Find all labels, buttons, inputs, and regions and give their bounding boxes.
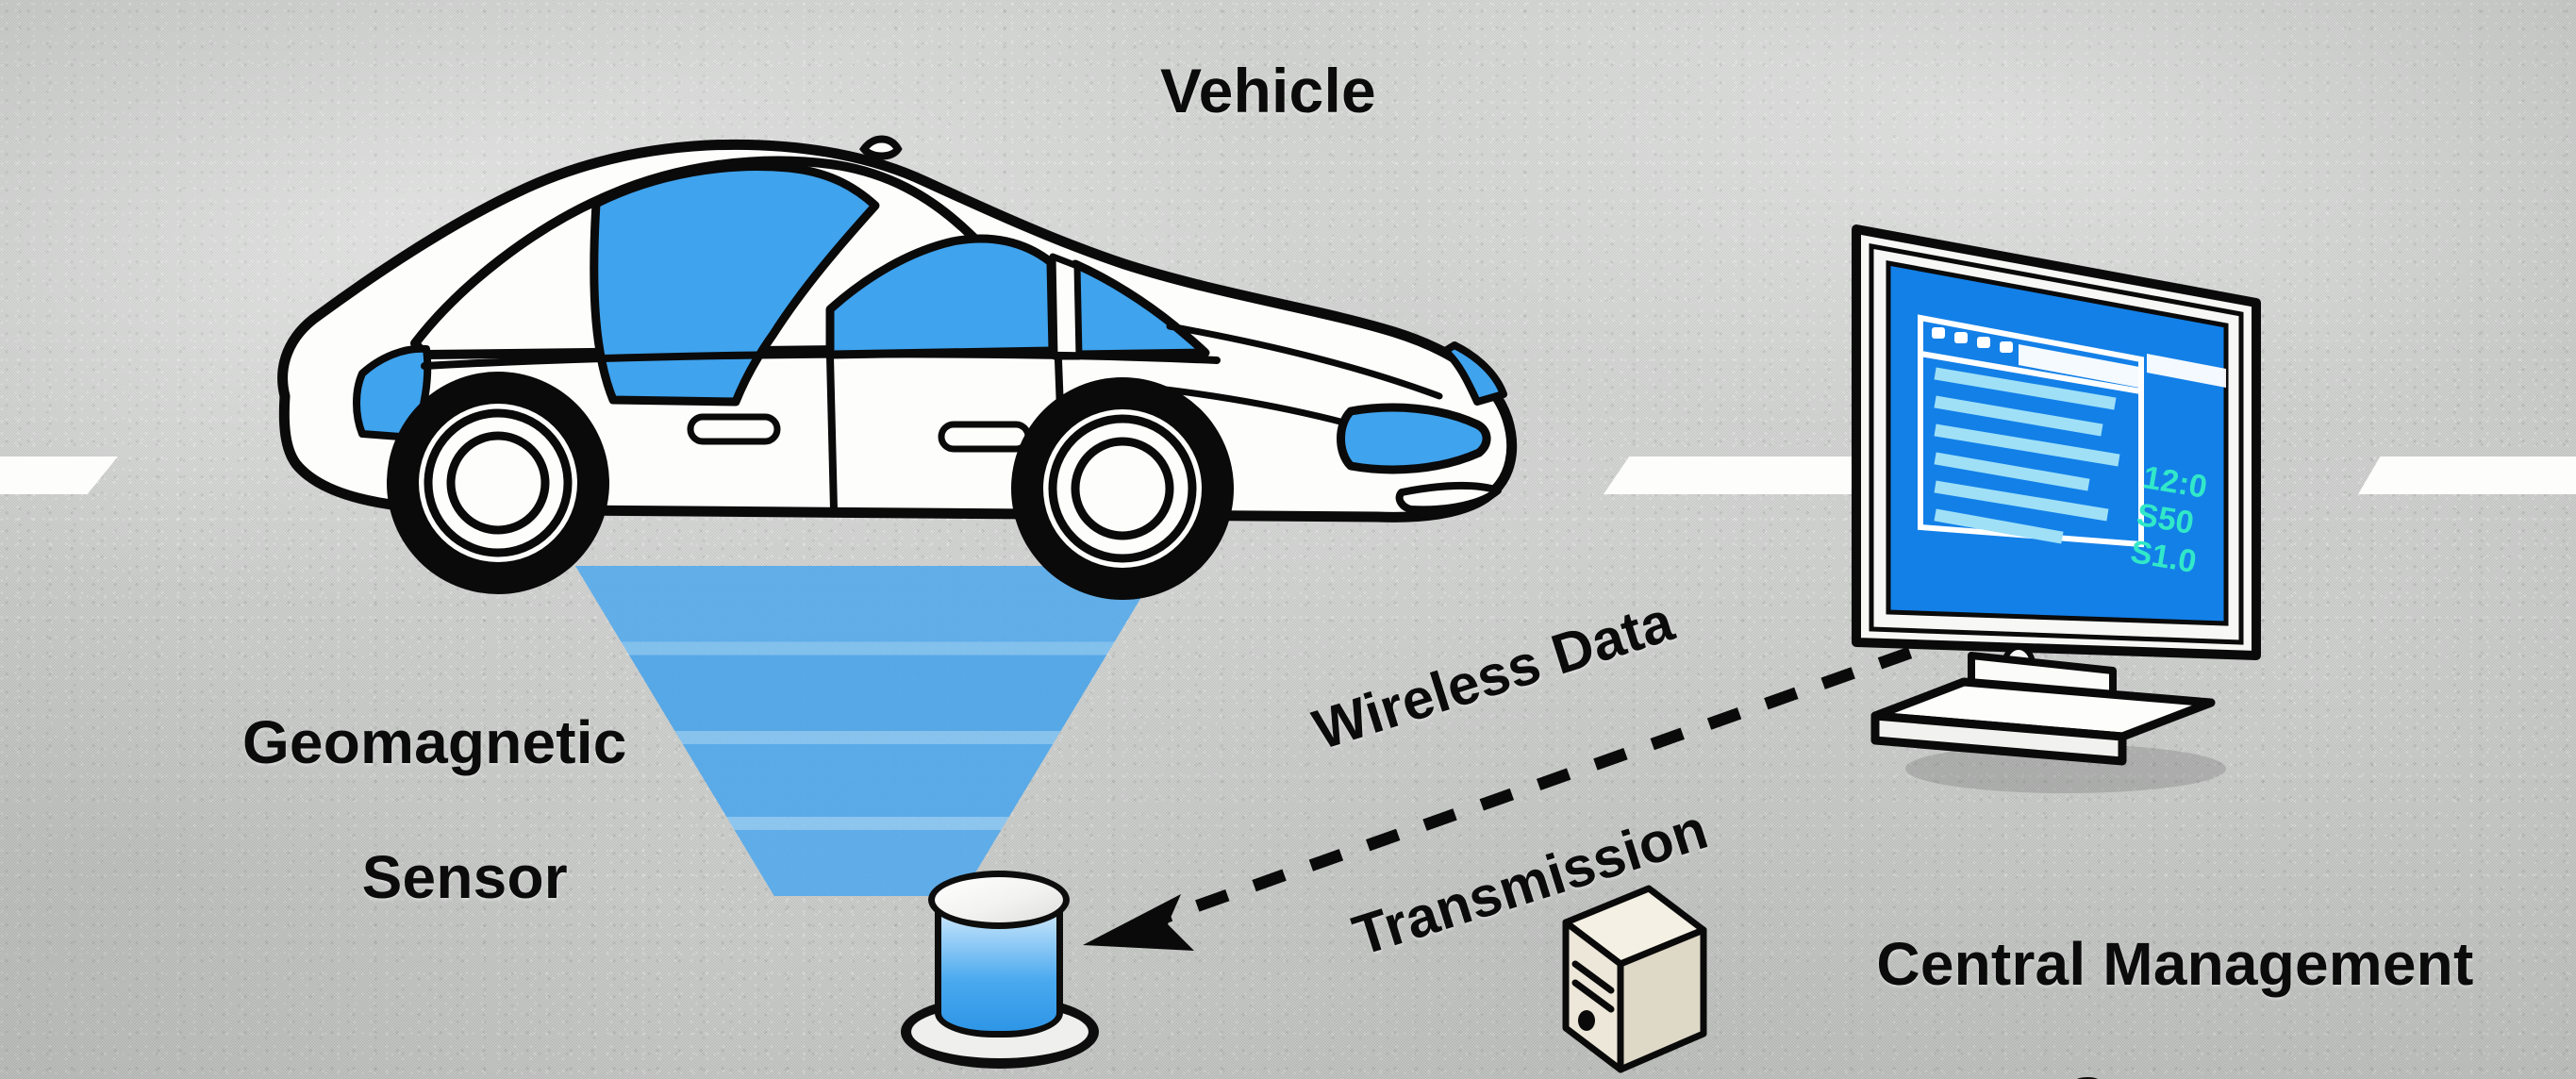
label-wireless-line2: Transmission	[1345, 796, 1715, 968]
wireless-dashed-line	[1148, 646, 1913, 929]
monitor-base-front-edge	[1870, 711, 2127, 766]
geomagnetic-sensor-puck	[901, 863, 1099, 1079]
vehicle-illustration	[277, 135, 1518, 600]
screen-window-mockup	[1918, 314, 2144, 548]
car-door-handle-rear	[687, 413, 781, 445]
screen-content-lines	[1934, 367, 2120, 544]
screen-window-dots	[1932, 327, 2013, 353]
car-door-split-line	[826, 353, 838, 513]
central-management-monitor: 12:0 S50 S1.0	[1852, 224, 2261, 793]
server-vent-lines	[1571, 960, 1615, 1013]
car-front-air-intake	[1395, 481, 1502, 514]
server-power-dot	[1578, 1010, 1595, 1031]
sensor-top-cap	[928, 871, 1070, 929]
car-rear-wheel	[387, 372, 609, 594]
car-rear-door-window	[825, 234, 1057, 359]
car-front-wheel	[1011, 377, 1234, 600]
label-central-management-system: Central Management System	[1773, 863, 2509, 1079]
car-roof-antenna-nub	[858, 135, 903, 160]
screen-diagonal-divider	[2147, 354, 2226, 388]
label-cms-line2: System	[2068, 1065, 2284, 1079]
car-windshield-sliver	[1441, 341, 1507, 406]
label-geomagnetic-sensor: Geomagnetic Sensor	[175, 641, 627, 979]
wireless-transmission-arrow	[1083, 646, 1913, 951]
label-cms-line1: Central Management	[1876, 929, 2474, 998]
car-hood-crease-upper	[1166, 323, 1443, 400]
label-vehicle: Vehicle	[1160, 56, 1376, 125]
lane-marking-dash-far-right	[2358, 456, 2576, 494]
car-door-handle-front	[938, 421, 1032, 453]
wireless-arrowhead	[1083, 894, 1194, 951]
car-b-pillar	[1049, 253, 1083, 360]
label-geomagnetic-sensor-line1: Geomagnetic	[241, 707, 627, 776]
server-tower-icon	[1562, 885, 1707, 1073]
car-headlight	[1337, 403, 1491, 474]
label-geomagnetic-sensor-line2: Sensor	[361, 843, 568, 912]
screen-readout: 12:0 S50 S1.0	[2128, 459, 2210, 580]
monitor-bezel-inner-edge	[1869, 242, 2244, 645]
car-rear-window	[590, 162, 880, 407]
car-beltline	[421, 350, 1221, 370]
monitor-shadow	[1905, 744, 2226, 793]
